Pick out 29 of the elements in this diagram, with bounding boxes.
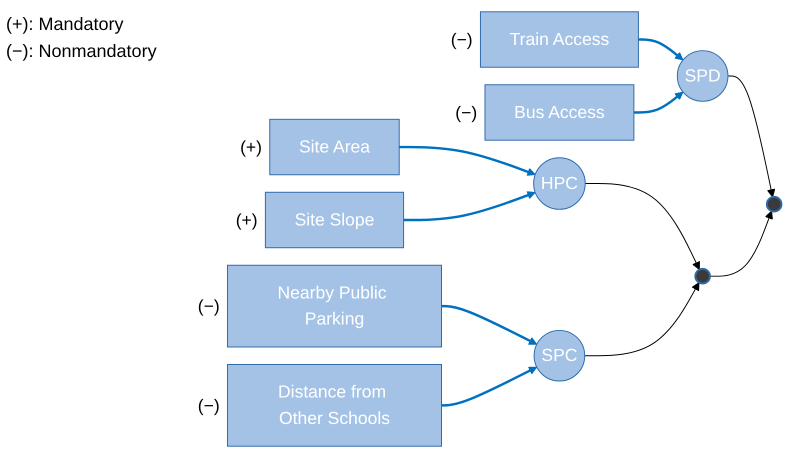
marker-text: (+) — [240, 136, 262, 157]
arrow — [584, 182, 700, 270]
node-box: Site Area — [269, 118, 400, 175]
marker-text: (−) — [455, 102, 478, 122]
marker-text: (−) — [450, 29, 473, 50]
node-box: Site Slope — [264, 191, 404, 248]
marker-text: (−) — [198, 296, 220, 316]
arrow — [634, 91, 684, 114]
node-box: Bus Access — [484, 84, 634, 140]
node-circle: SPD — [676, 50, 728, 102]
marker-text: (−) — [198, 394, 220, 415]
arrow — [638, 38, 684, 60]
key-text: (+): Mandatory — [6, 14, 125, 35]
arrow — [727, 75, 776, 197]
node-circle: SPC — [534, 329, 586, 382]
arrow — [584, 282, 700, 356]
node-box: Distance from Other Schools — [226, 364, 442, 446]
node-box: Nearby Public Parking — [226, 264, 442, 347]
arrow — [404, 190, 536, 221]
node-circle — [766, 195, 782, 212]
arrow — [442, 304, 538, 344]
node-circle: HPC — [533, 156, 586, 210]
key-text: (−): Nonmandatory — [6, 41, 158, 62]
node-circle — [694, 267, 711, 284]
arrow — [399, 145, 536, 176]
arrow — [442, 366, 538, 406]
arrow — [709, 210, 773, 276]
node-box: Train Access — [480, 10, 639, 68]
marker-text: (+) — [236, 210, 258, 230]
